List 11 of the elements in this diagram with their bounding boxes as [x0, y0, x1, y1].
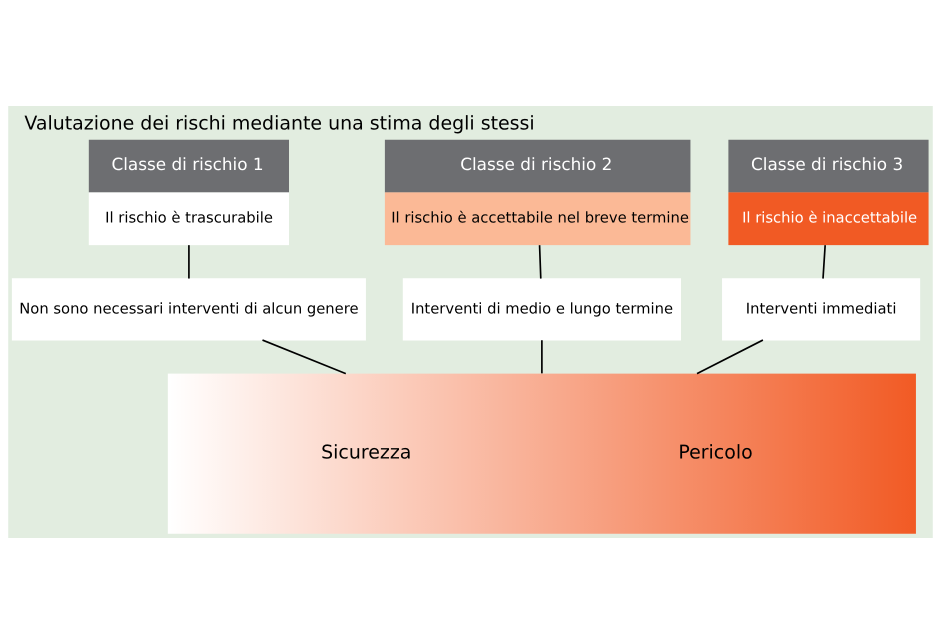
connector [188, 245, 190, 279]
node-box: Sicurezza Pericolo [168, 374, 916, 534]
connector [262, 339, 346, 374]
node-box: Interventi immediati [722, 278, 920, 340]
connector [538, 245, 542, 279]
connector [541, 340, 543, 374]
diagram-title: Valutazione dei rischi mediante una stima degli stessi [24, 112, 535, 135]
connector [696, 339, 764, 374]
node-box: Interventi di medio e lungo termine [402, 278, 681, 340]
connector [822, 245, 826, 279]
node-box: Non sono necessari interventi di alcun genere [12, 278, 366, 340]
